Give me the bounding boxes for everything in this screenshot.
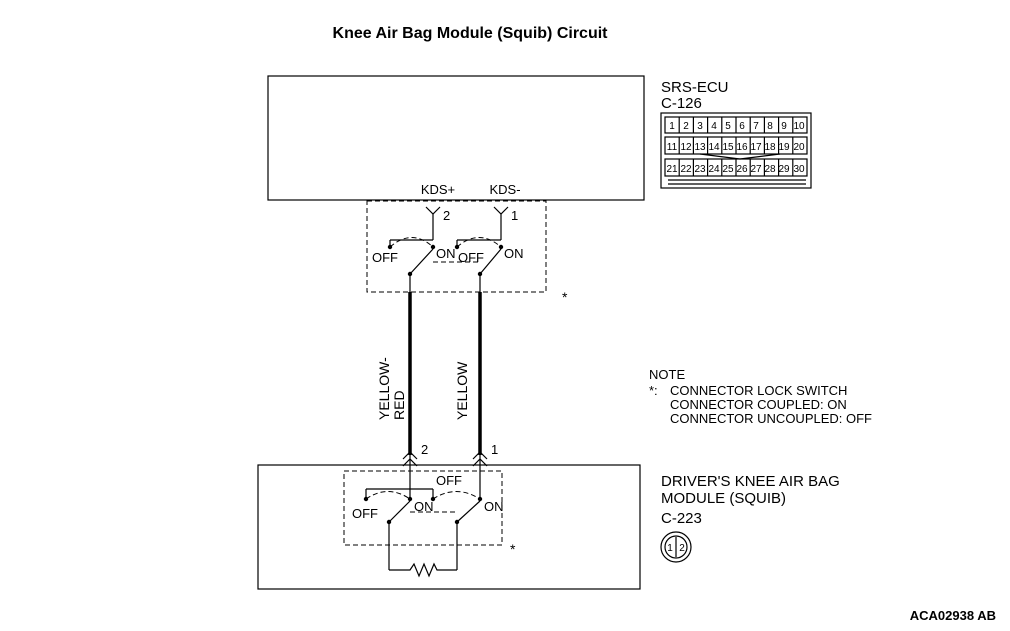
lower-switch-a-on: ON: [414, 499, 434, 514]
pin-label: 18: [764, 142, 776, 153]
lower-lock-switch-area: [343, 470, 503, 546]
pin-label: 12: [680, 142, 692, 153]
pin-label: 1: [669, 121, 675, 132]
squib-resistor: [389, 562, 457, 578]
pin-label: 4: [711, 121, 717, 132]
lower-connector-pin-2: [402, 451, 418, 497]
pin-label: 6: [739, 121, 745, 132]
upper-switch-marker: *: [562, 289, 568, 305]
knee-airbag-module-box: [257, 464, 641, 590]
pin-label: 26: [736, 164, 748, 175]
pin-label: 27: [750, 164, 762, 175]
terminal-kds-plus: KDS+: [421, 182, 455, 197]
pin-label: 5: [725, 121, 731, 132]
pin-label: 9: [781, 121, 787, 132]
pin-label: 25: [722, 164, 734, 175]
pin-label: 23: [694, 164, 706, 175]
ecu-name: SRS-ECU: [661, 79, 729, 96]
lower-switch-off-left: OFF: [352, 506, 378, 521]
lower-pin-2-label: 2: [421, 442, 428, 457]
module-pin-2: 2: [679, 543, 685, 554]
note-marker: *:: [649, 383, 658, 398]
pin-label: 28: [764, 164, 776, 175]
pin-label: 22: [680, 164, 692, 175]
pin-label: 14: [708, 142, 720, 153]
module-pin-1: 1: [667, 543, 673, 554]
pin-label: 11: [667, 142, 678, 153]
terminal-kds-minus: KDS-: [489, 182, 520, 197]
upper-connector-pin-2: [425, 206, 441, 240]
lower-switch-marker: *: [510, 541, 516, 557]
upper-pin-1-label: 1: [511, 208, 518, 223]
upper-lock-switch-area: [366, 200, 547, 293]
upper-switch-b: [433, 237, 504, 292]
module-connector-face: [660, 531, 692, 563]
module-connector-id: C-223: [661, 510, 702, 527]
pin-label: 16: [736, 142, 748, 153]
ecu-pin-row-1: 1 2 3 4 5 6 7 8 9 10: [669, 121, 805, 132]
ecu-connector-face: [660, 112, 812, 189]
lower-switch-b-on: ON: [484, 499, 504, 514]
note-line-2: CONNECTOR COUPLED: ON: [670, 397, 847, 412]
pin-label: 13: [694, 142, 706, 153]
pin-label: 3: [697, 121, 703, 132]
ecu-pin-row-3: 21 22 23 24 25 26 27 28 29 30: [666, 164, 805, 175]
pin-label: 20: [793, 142, 805, 153]
lower-pin-1-label: 1: [491, 442, 498, 457]
upper-switch-b-off: OFF: [458, 250, 484, 265]
upper-pin-2-label: 2: [443, 208, 450, 223]
wire-a-color-line2: RED: [391, 390, 407, 420]
upper-switch-a: [387, 237, 436, 292]
lower-switch-b: [410, 491, 483, 570]
pin-label: 2: [683, 121, 689, 132]
upper-switch-a-on: ON: [436, 246, 456, 261]
pin-label: 29: [778, 164, 790, 175]
wire-b-color: YELLOW: [454, 361, 470, 420]
note-heading: NOTE: [649, 367, 685, 382]
pin-label: 21: [666, 164, 678, 175]
pin-label: 10: [793, 121, 805, 132]
pin-label: 30: [793, 164, 805, 175]
upper-connector-pin-1: [493, 206, 509, 240]
upper-switch-a-off: OFF: [372, 250, 398, 265]
srs-ecu-box: [267, 75, 645, 201]
pin-label: 8: [767, 121, 773, 132]
module-name-line1: DRIVER'S KNEE AIR BAG: [661, 473, 840, 490]
pin-label: 19: [778, 142, 790, 153]
wire-a-color-line1: YELLOW-: [376, 357, 392, 420]
pin-label: 15: [722, 142, 734, 153]
pin-label: 7: [753, 121, 759, 132]
upper-switch-b-on: ON: [504, 246, 524, 261]
figure-id: ACA02938 AB: [910, 608, 996, 623]
note-line-1: CONNECTOR LOCK SWITCH: [670, 383, 847, 398]
lower-connector-pin-1: [472, 451, 488, 497]
ecu-pin-row-2: 11 12 13 14 15 16 17 18 19 20: [667, 142, 805, 153]
module-name-line2: MODULE (SQUIB): [661, 490, 786, 507]
lower-switch-a: [363, 488, 436, 570]
diagram-title: Knee Air Bag Module (Squib) Circuit: [333, 25, 609, 42]
pin-label: 24: [708, 164, 720, 175]
ecu-connector-id: C-126: [661, 95, 702, 112]
note-line-3: CONNECTOR UNCOUPLED: OFF: [670, 411, 872, 426]
pin-label: 17: [750, 142, 762, 153]
lower-switch-off-top: OFF: [436, 473, 462, 488]
